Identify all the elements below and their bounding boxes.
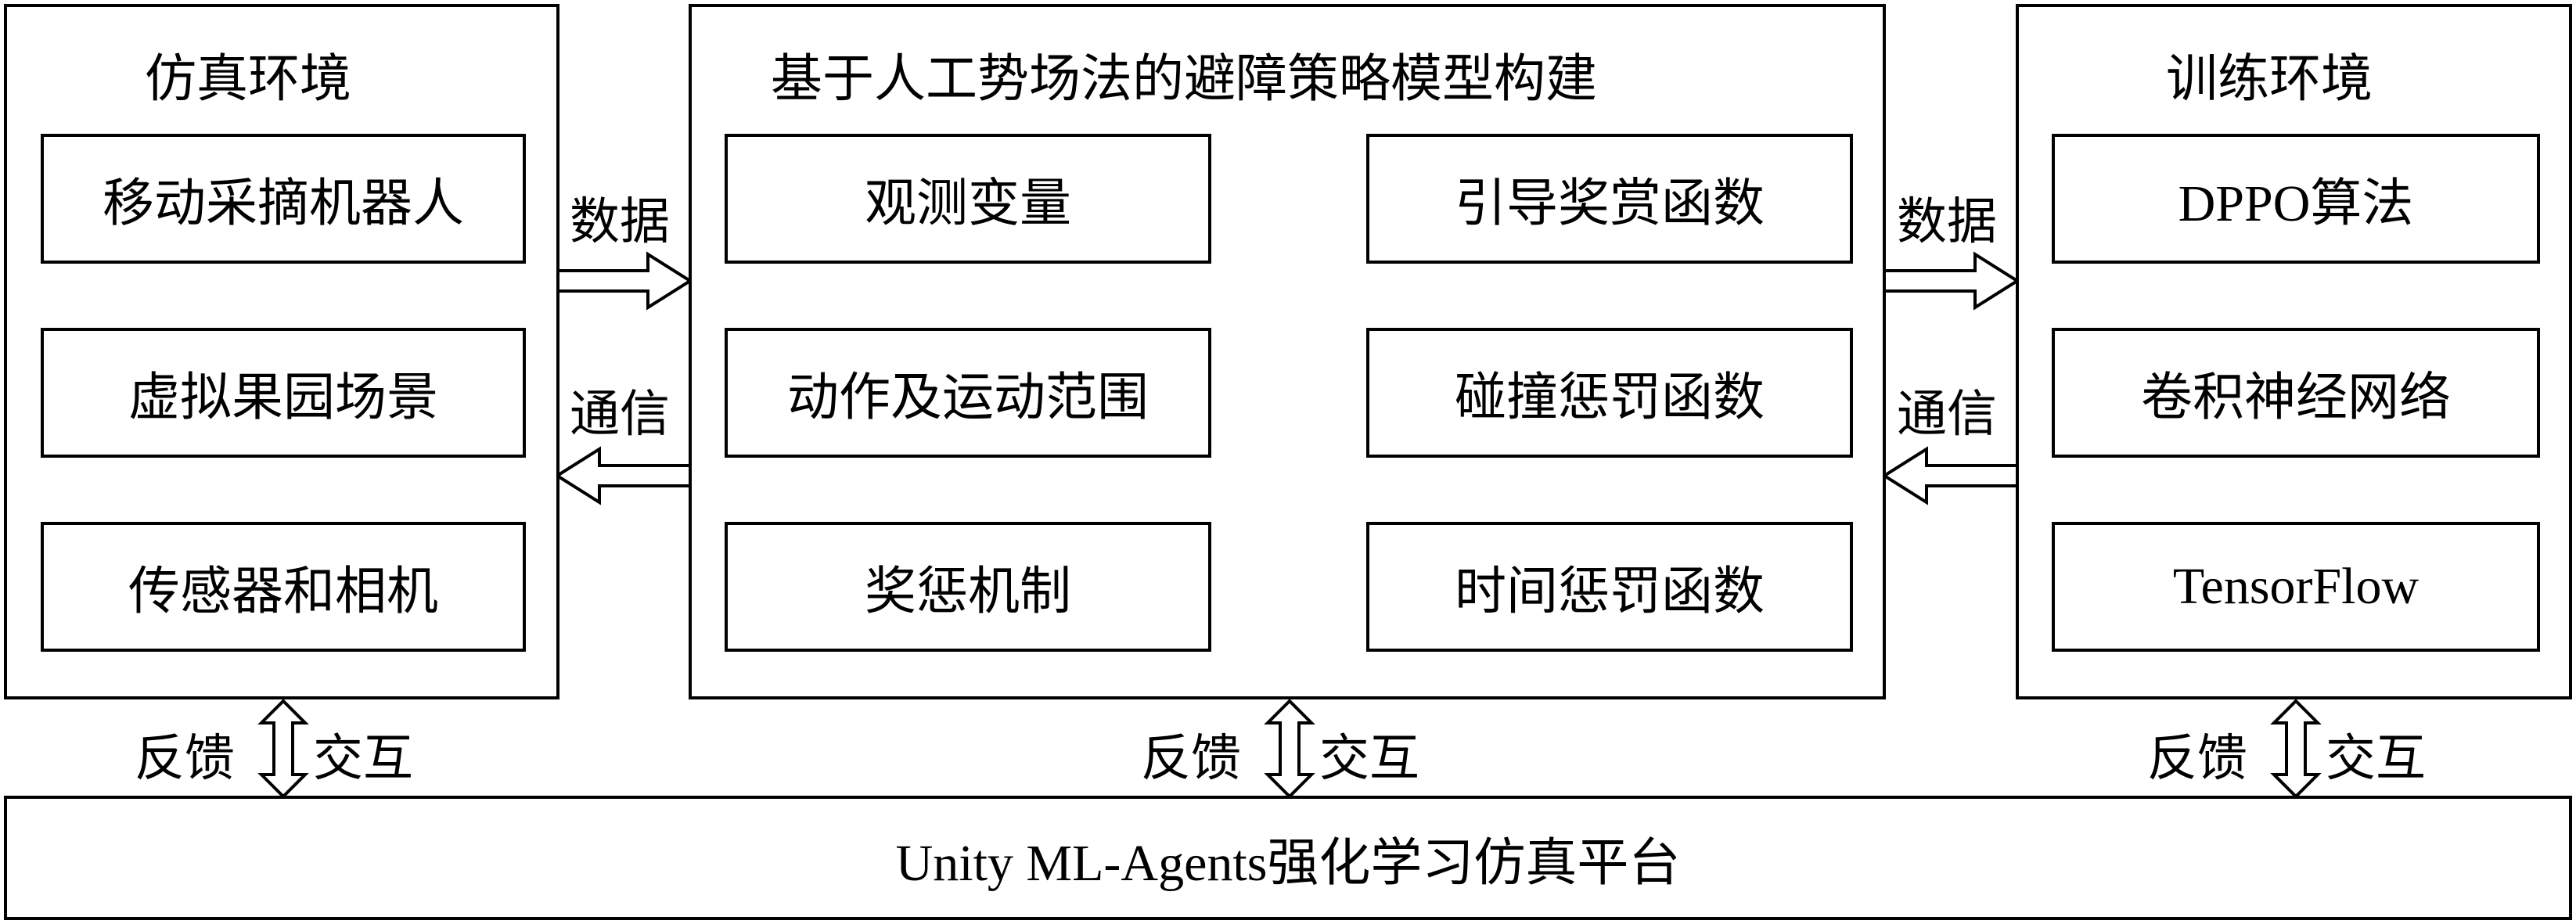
vertical-double-arrow-middle [1264,699,1315,799]
feedback-label-right: 反馈 [2147,730,2247,788]
model-item-time-penalty: 时间惩罚函数 [1366,522,1853,652]
model-item-action-range: 动作及运动范围 [725,328,1211,458]
feedback-label-left: 反馈 [135,730,235,788]
data-arrow-right [1883,251,2020,311]
simulation-panel-title: 仿真环境 [145,49,351,109]
model-item-guide-reward: 引导奖赏函数 [1366,134,1853,264]
model-item-observation: 观测变量 [725,134,1211,264]
train-item-dppo: DPPO算法 [2052,134,2540,264]
data-label-right: 数据 [1897,193,1997,251]
model-item-reward-mechanism: 奖惩机制 [725,522,1211,652]
data-label-left: 数据 [570,193,670,251]
platform-bar: Unity ML-Agents强化学习仿真平台 [4,796,2572,920]
vertical-double-arrow-right [2270,699,2322,799]
data-arrow-left [556,251,693,311]
comm-arrow-left [554,446,692,505]
model-panel-title: 基于人工势场法的避障策略模型构建 [771,49,1597,109]
interact-label-left: 交互 [313,730,413,788]
sim-item-sensors-camera: 传感器和相机 [41,522,526,652]
sim-item-mobile-robot: 移动采摘机器人 [41,134,526,264]
comm-label-right: 通信 [1897,386,1997,444]
interact-label-middle: 交互 [1319,730,1419,788]
train-item-cnn: 卷积神经网络 [2052,328,2540,458]
sim-item-virtual-orchard: 虚拟果园场景 [41,328,526,458]
model-item-collision-penalty: 碰撞惩罚函数 [1366,328,1853,458]
train-item-tensorflow: TensorFlow [2052,522,2540,652]
vertical-double-arrow-left [257,699,309,799]
interact-label-right: 交互 [2326,730,2426,788]
comm-label-left: 通信 [570,386,670,444]
comm-arrow-right [1881,446,2019,505]
training-panel-title: 训练环境 [2166,49,2373,109]
feedback-label-middle: 反馈 [1141,730,1241,788]
